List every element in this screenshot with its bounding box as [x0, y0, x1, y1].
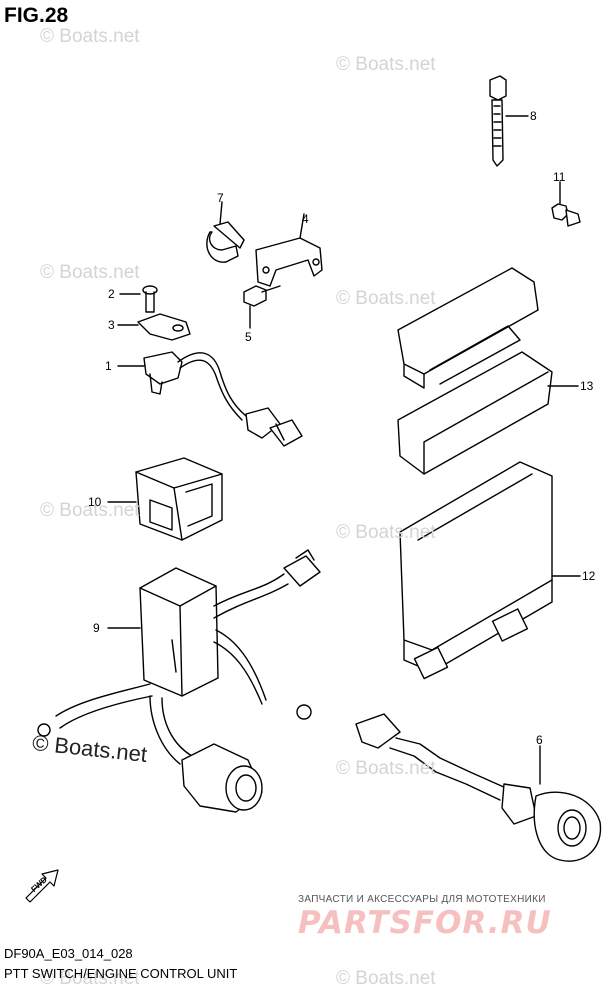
- part-10-cover: [107, 457, 223, 541]
- fwd-arrow-icon: [25, 869, 59, 903]
- part-12-ecu: [399, 461, 581, 680]
- part-1-ptt-switch: [117, 351, 303, 447]
- callout-3: 3: [108, 318, 115, 332]
- callout-7: 7: [217, 191, 224, 205]
- part-9-harness: [37, 549, 321, 813]
- part-4-bracket: [255, 213, 323, 287]
- part-2-screw: [119, 285, 158, 313]
- figure-code: DF90A_E03_014_028: [4, 946, 133, 961]
- callout-13: 13: [580, 379, 594, 393]
- part-8-cable-tie: [489, 75, 529, 167]
- figure-caption: PTT SWITCH/ENGINE CONTROL UNIT: [4, 966, 238, 981]
- watermark: © Boats.net: [336, 288, 436, 309]
- watermark: © Boats.net: [336, 758, 436, 779]
- watermark: © Boats.net: [40, 968, 140, 989]
- callout-10: 10: [88, 495, 102, 509]
- part-7-clamp: [206, 201, 245, 263]
- callout-2: 2: [108, 287, 115, 301]
- part-13-holder: [397, 267, 579, 475]
- watermark: © Boats.net: [40, 500, 140, 521]
- callout-1: 1: [105, 359, 112, 373]
- shop-caption: ЗАПЧАСТИ И АКСЕССУАРЫ ДЛЯ МОТОТЕХНИКИ: [298, 894, 546, 905]
- watermark: © Boats.net: [40, 262, 140, 283]
- shop-logo: PARTSFOR.RU: [298, 905, 552, 941]
- part-6-switch: [355, 713, 602, 862]
- callout-6: 6: [536, 733, 543, 747]
- callout-12: 12: [582, 569, 596, 583]
- watermark: © Boats.net: [336, 968, 436, 989]
- callout-5: 5: [245, 330, 252, 344]
- watermark: © Boats.net: [40, 26, 140, 47]
- watermark: © Boats.net: [336, 522, 436, 543]
- part-3-plate: [117, 313, 191, 341]
- callout-4: 4: [302, 212, 309, 226]
- callout-9: 9: [93, 621, 100, 635]
- part-5-screw: [243, 285, 281, 329]
- figure-title: FIG.28: [4, 4, 69, 27]
- callout-8: 8: [530, 109, 537, 123]
- callout-11: 11: [553, 170, 566, 184]
- watermark: © Boats.net: [336, 54, 436, 75]
- part-11-bolt: [551, 181, 581, 227]
